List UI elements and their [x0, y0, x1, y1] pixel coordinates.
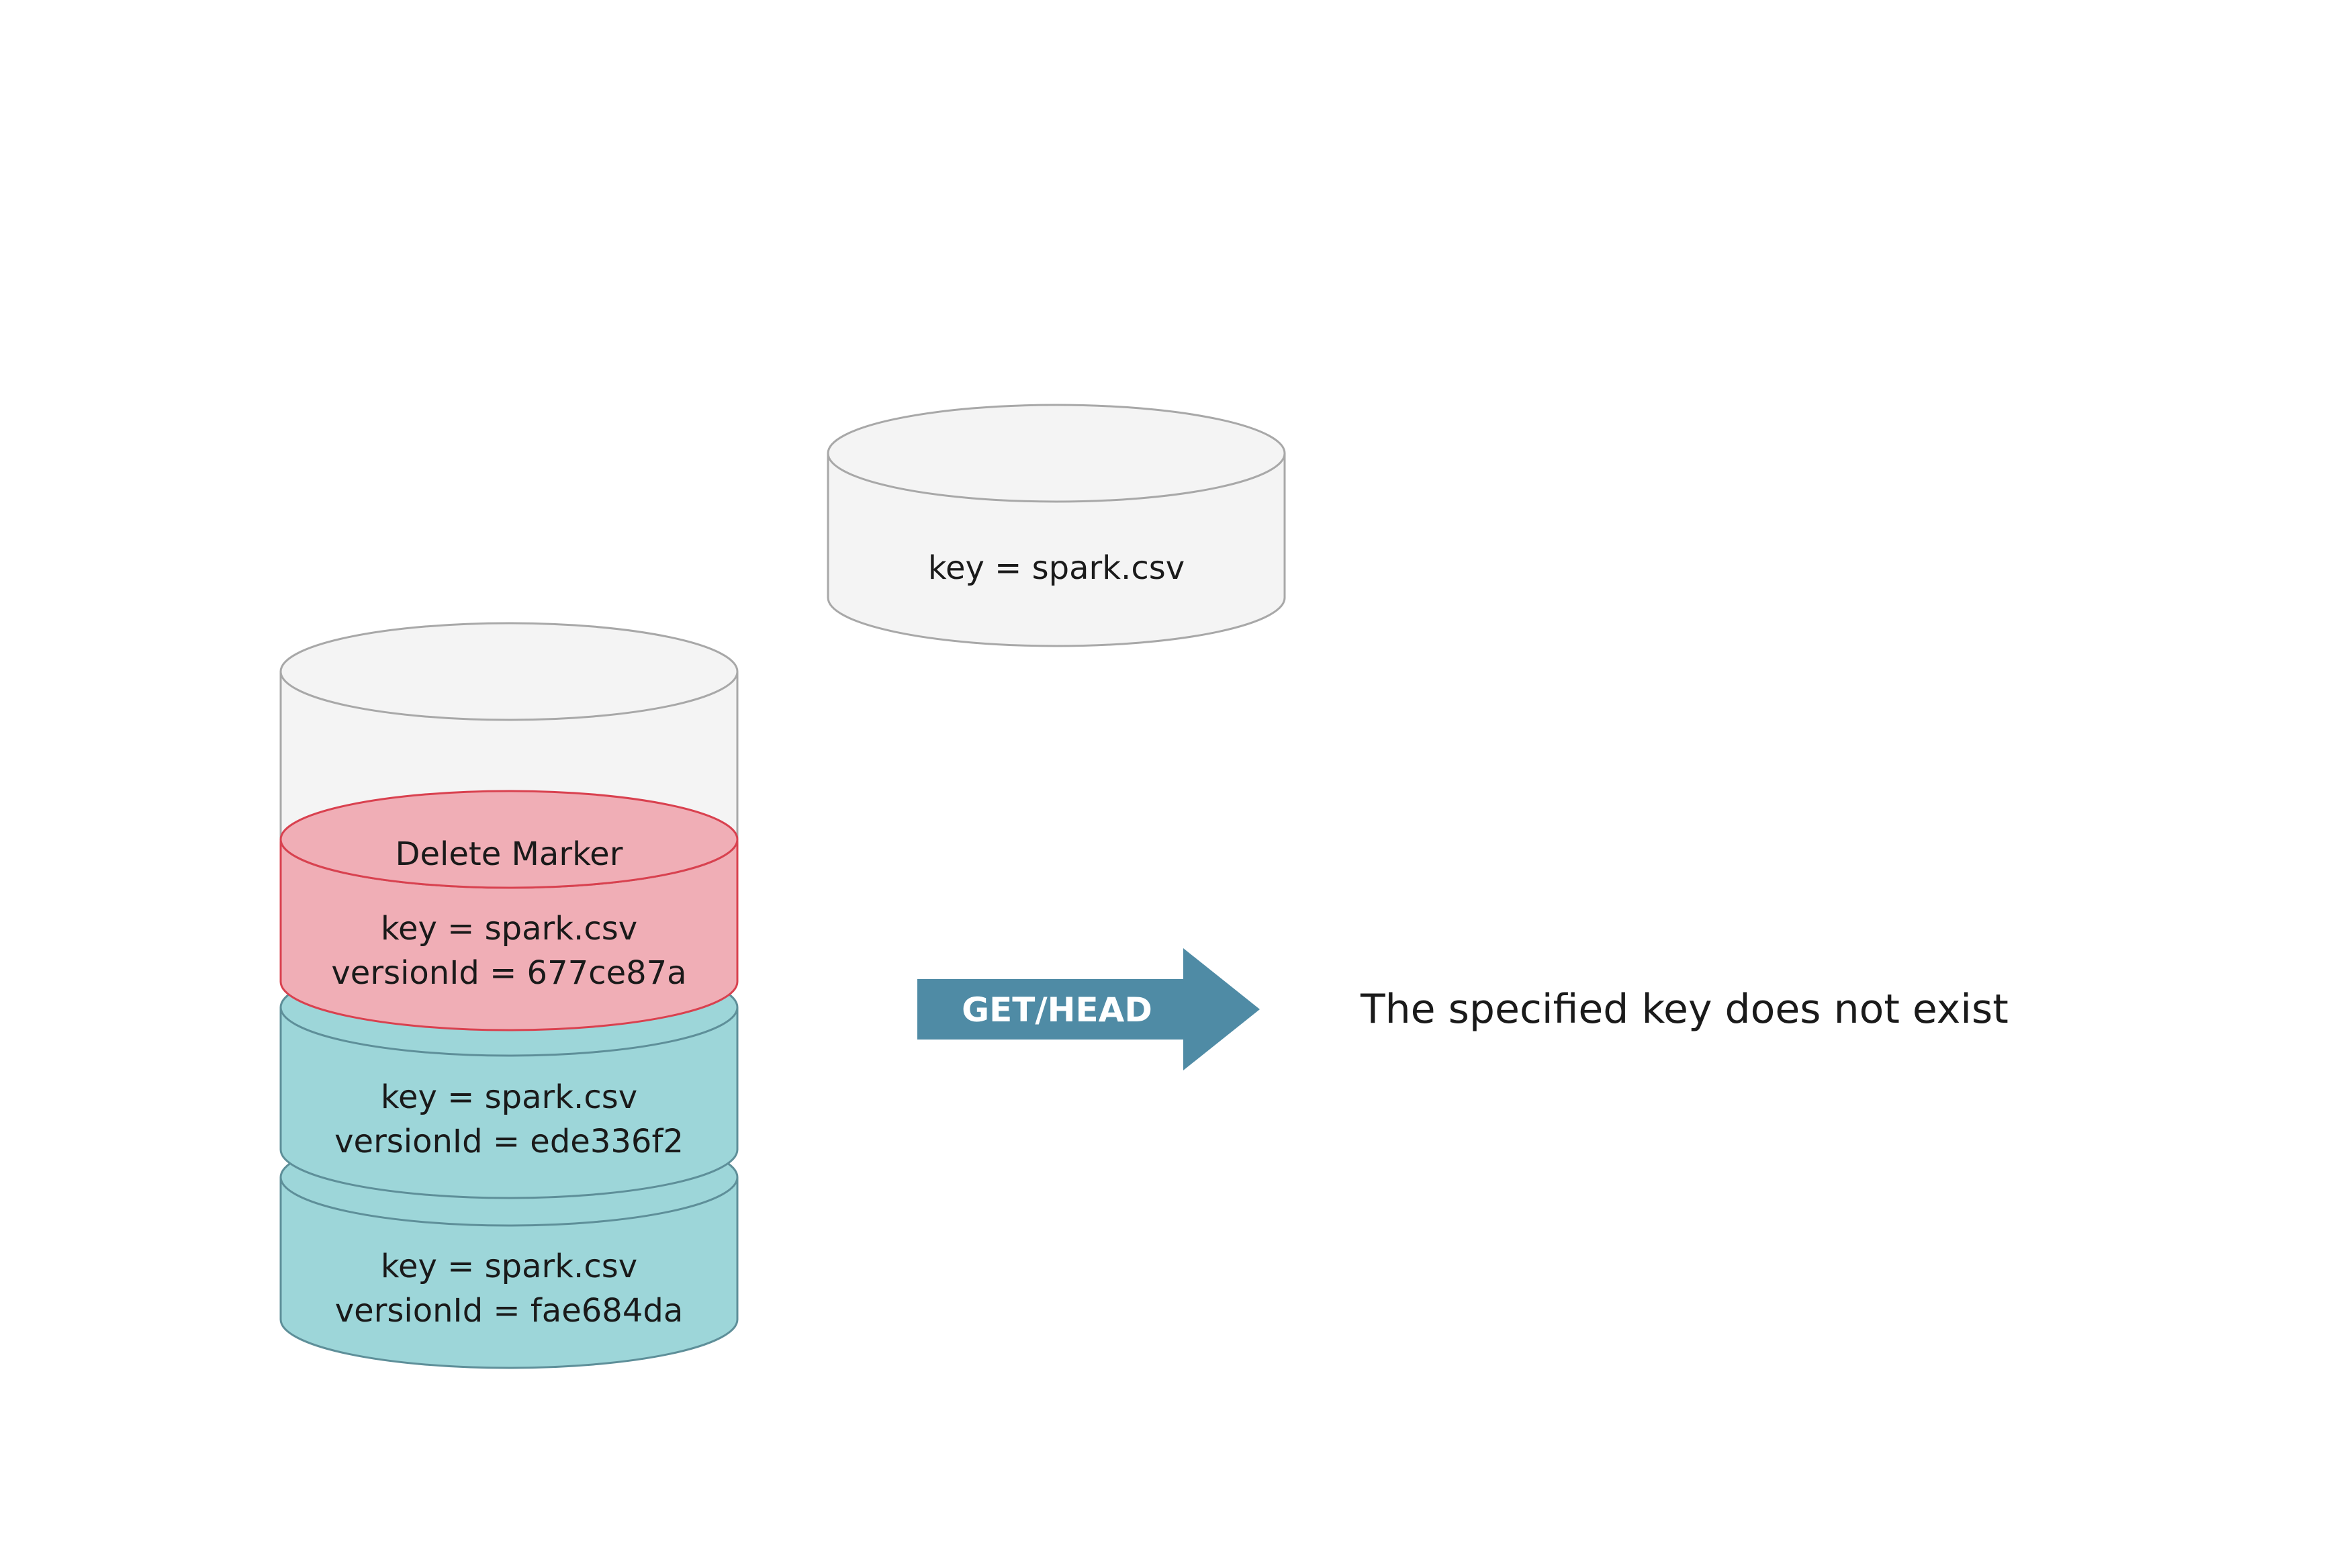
get-head-arrow: GET/HEAD [917, 948, 1260, 1070]
delete-marker-body [279, 839, 739, 1031]
version-2-body [279, 1007, 739, 1199]
standalone-object-cylinder: key = spark.csv [827, 404, 1286, 647]
delete-marker-key: key = spark.csv [381, 910, 637, 948]
version-1-key: key = spark.csv [381, 1248, 637, 1285]
standalone-object-top [827, 404, 1286, 503]
version-2-id: versionId = ede336f2 [334, 1123, 684, 1160]
empty-top-top [279, 622, 739, 721]
version-2-key: key = spark.csv [381, 1078, 637, 1116]
version-stack: key = spark.csv versionId = fae684da key… [279, 622, 739, 1369]
delete-marker-id: versionId = 677ce87a [331, 954, 686, 992]
arrow-shape [917, 948, 1260, 1070]
result-message: The specified key does not exist [1360, 986, 2009, 1033]
delete-marker-title-overlay: Delete Marker [396, 835, 623, 873]
delete-marker-top-overlay [279, 790, 739, 889]
standalone-object-body [827, 453, 1286, 647]
standalone-object-key: key = spark.csv [928, 549, 1185, 587]
version-1-body [279, 1177, 739, 1369]
arrow-label: GET/HEAD [962, 990, 1152, 1029]
version-1-id: versionId = fae684da [335, 1292, 684, 1330]
